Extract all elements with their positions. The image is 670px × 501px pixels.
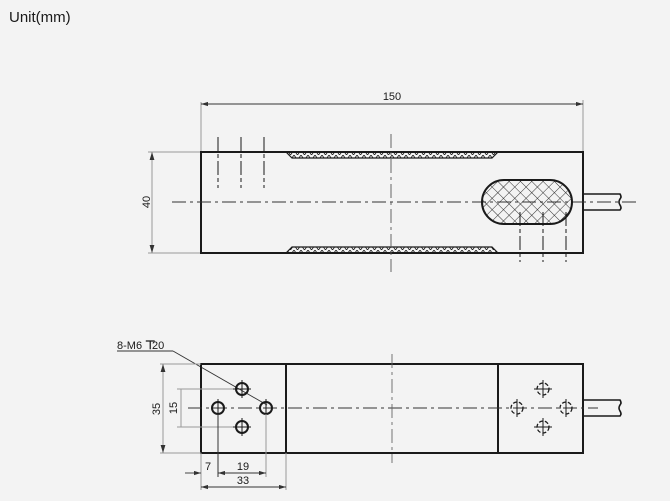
bottom-view: 8-M6 ⊤ 20 [117,338,622,490]
dimension-33: 33 [237,475,249,487]
dimension-7: 7 [205,461,211,473]
dimension-15: 15 [168,402,180,414]
unit-label: Unit(mm) [9,9,71,26]
mounting-holes-right [510,380,573,436]
dimension-19: 19 [237,461,249,473]
dimension-35: 35 [151,403,163,415]
thread-callout: 8-M6 [117,340,142,352]
depth-symbol-icon: ⊤ [145,338,155,352]
thread-depth: 20 [152,340,164,352]
height-dimension: 40 [141,196,153,208]
length-dimension: 150 [383,91,401,103]
top-view: 150 40 [141,91,636,272]
